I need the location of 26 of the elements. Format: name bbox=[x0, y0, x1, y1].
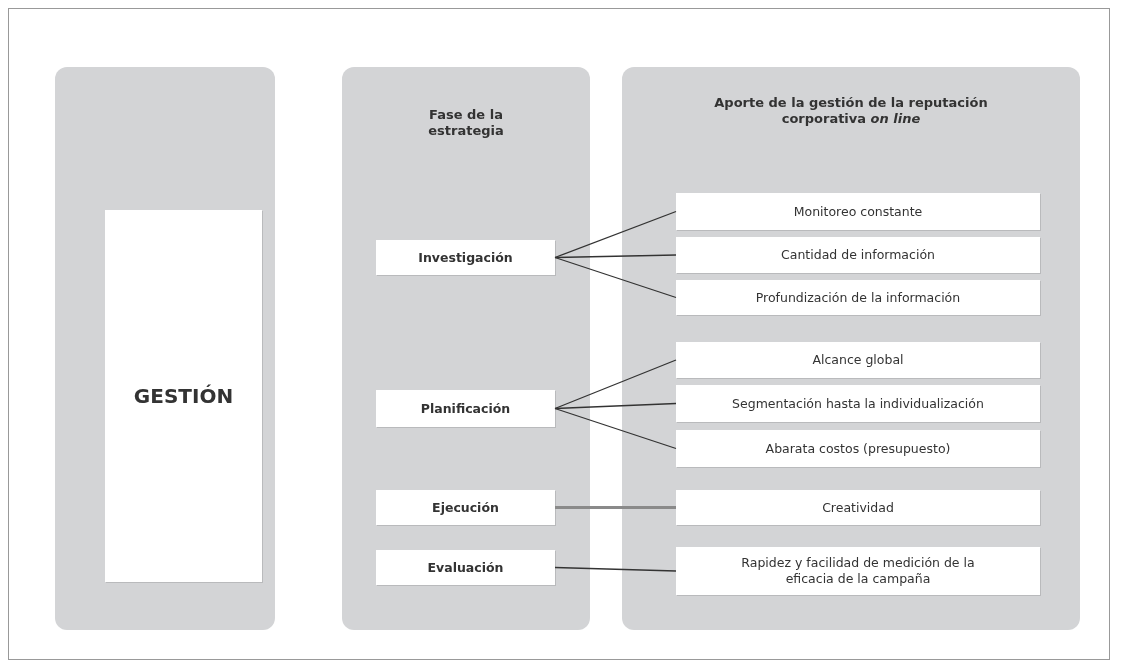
text-box: Profundización de la información bbox=[676, 280, 1040, 315]
panel bbox=[342, 67, 590, 630]
connector-line bbox=[554, 210, 677, 259]
text-box: Abarata costos (presupuesto) bbox=[676, 430, 1040, 467]
text-box: Ejecución bbox=[376, 490, 555, 525]
connector-line bbox=[554, 359, 677, 410]
title-card: GESTIÓN bbox=[105, 210, 262, 582]
panel-heading: Aporte de la gestión de la reputación corporativa on line bbox=[713, 95, 989, 128]
text-box: Cantidad de información bbox=[676, 237, 1040, 273]
text-box: Planificación bbox=[376, 390, 555, 427]
connector-line bbox=[554, 566, 677, 572]
text-box: Evaluación bbox=[376, 550, 555, 585]
text-box: Alcance global bbox=[676, 342, 1040, 378]
connector-line bbox=[554, 402, 677, 410]
text-box: Rapidez y facilidad de medición de la eficacia de la campaña bbox=[676, 547, 1040, 595]
text-box: Investigación bbox=[376, 240, 555, 275]
panel-heading: Fase de la estrategia bbox=[427, 107, 505, 140]
connector-line bbox=[554, 256, 677, 299]
connector-line bbox=[555, 506, 676, 509]
connector-line bbox=[554, 407, 677, 450]
text-box: Monitoreo constante bbox=[676, 193, 1040, 230]
text-box: Creatividad bbox=[676, 490, 1040, 525]
text-box: Segmentación hasta la individualización bbox=[676, 385, 1040, 422]
panel bbox=[622, 67, 1080, 630]
connector-line bbox=[554, 254, 677, 259]
panel bbox=[55, 67, 275, 630]
